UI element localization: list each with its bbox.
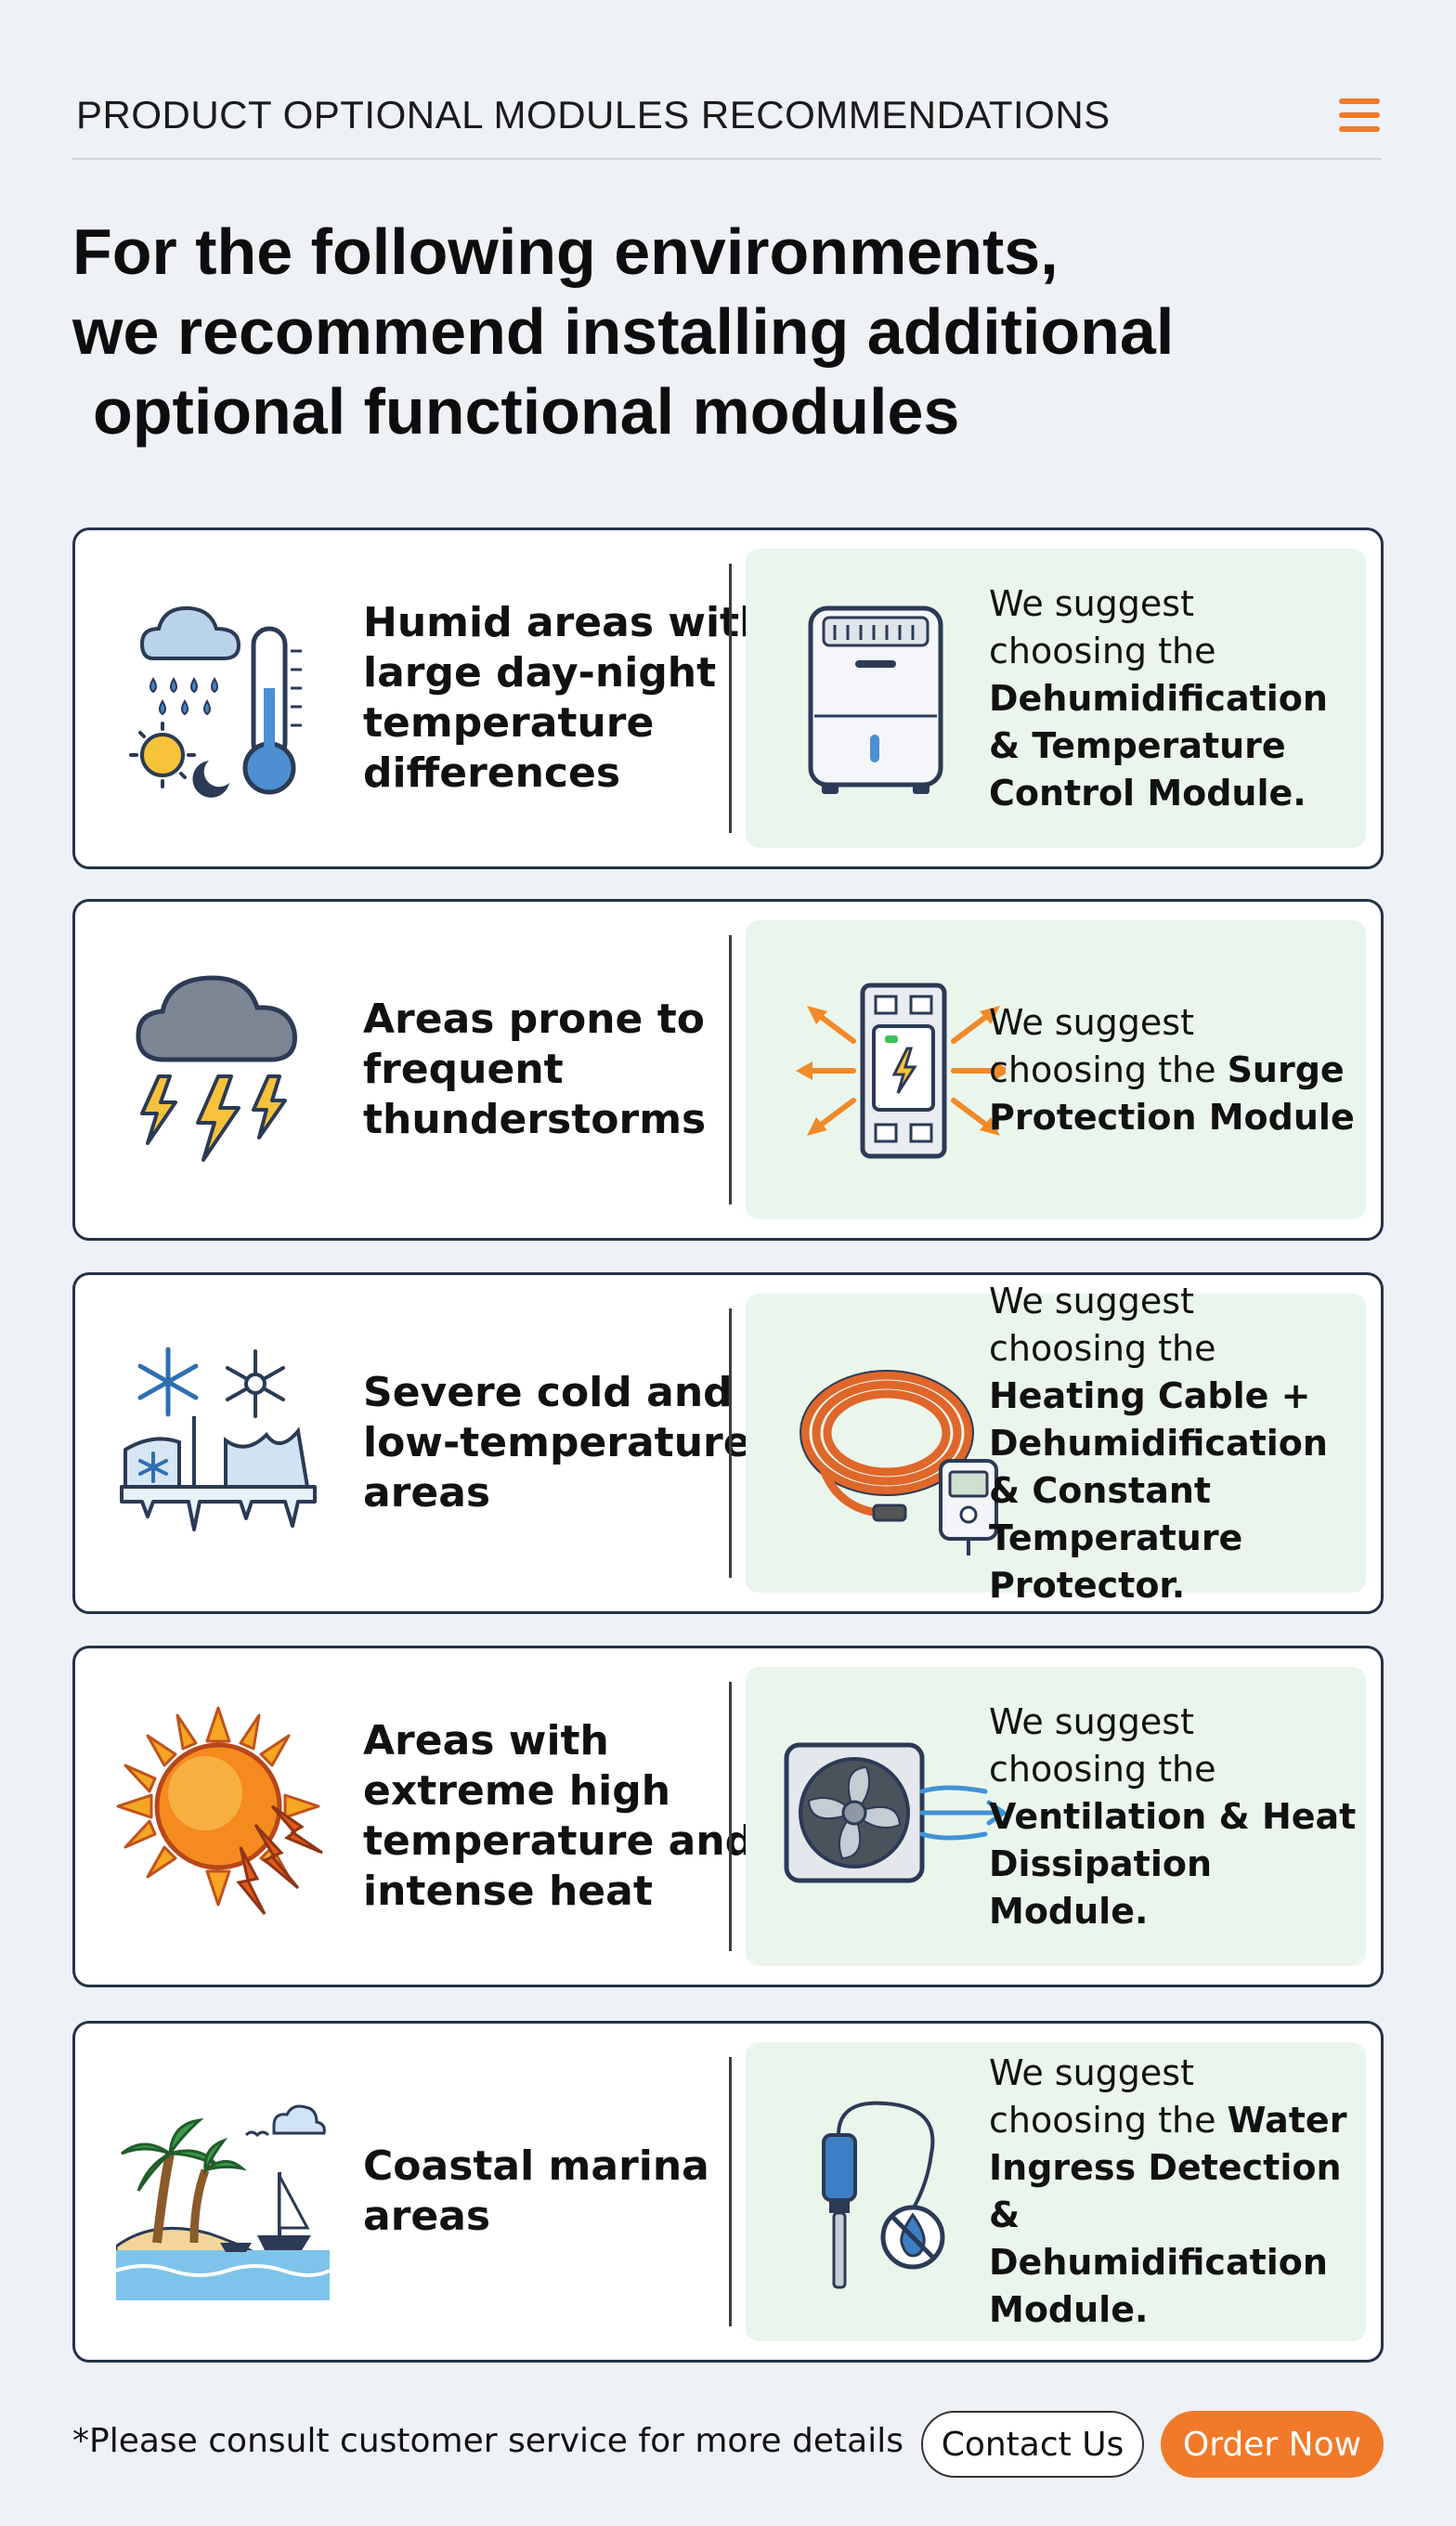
contact-us-button[interactable]: Contact Us bbox=[921, 2411, 1144, 2478]
card-divider bbox=[729, 1309, 732, 1578]
condition-text: Severe cold and low-temperature areas bbox=[363, 1369, 751, 1517]
recommended-module: Surge Protection Module bbox=[989, 1048, 1355, 1138]
recommended-module: Water Ingress Detection & Dehumidificati… bbox=[989, 2100, 1347, 2330]
recommended-module: Ventilation & Heat Dissipation Module. bbox=[989, 1795, 1357, 1932]
recommended-module: Heating Cable + Dehumidification & Const… bbox=[989, 1374, 1328, 1606]
recommendation-panel: We suggest choosing the Dehumidification… bbox=[746, 549, 1366, 848]
recommendation-panel: We suggest choosing the Ventilation & He… bbox=[746, 1667, 1366, 1966]
order-now-button[interactable]: Order Now bbox=[1161, 2411, 1384, 2478]
snow-cold-icon bbox=[116, 1331, 339, 1554]
water-sensor-icon bbox=[783, 2089, 968, 2293]
recommendation-prefix: We suggest choosing the bbox=[989, 2052, 1228, 2141]
page-header: PRODUCT OPTIONAL MODULES RECOMMENDATIONS bbox=[72, 89, 1382, 160]
headline-line-3: optional functional modules bbox=[93, 375, 960, 448]
condition-text: Coastal marina areas bbox=[363, 2142, 709, 2240]
card-divider bbox=[729, 2057, 732, 2326]
header-title: PRODUCT OPTIONAL MODULES RECOMMENDATIONS bbox=[76, 93, 1111, 137]
card-divider bbox=[729, 935, 732, 1204]
recommendation-text: We suggest choosing the Surge Protection… bbox=[989, 920, 1360, 1219]
recommendation-text: We suggest choosing the Ventilation & He… bbox=[989, 1667, 1360, 1966]
recommendation-text: We suggest choosing the Water Ingress De… bbox=[989, 2042, 1360, 2341]
recommended-module: Dehumidification & Temperature Control M… bbox=[989, 677, 1328, 814]
hot-sun-icon bbox=[116, 1704, 339, 1927]
recommendation-prefix: We suggest choosing the bbox=[989, 582, 1216, 671]
ventilation-fan-icon bbox=[783, 1713, 1008, 1918]
recommendation-text: We suggest choosing the Heating Cable + … bbox=[989, 1281, 1360, 1606]
recommendation-panel: We suggest choosing the Heating Cable + … bbox=[746, 1281, 1366, 1606]
thunderstorm-icon bbox=[116, 957, 339, 1180]
condition-text: Areas prone to frequent thunderstorms bbox=[363, 996, 707, 1143]
headline-line-2: we recommend installing additional bbox=[72, 295, 1175, 368]
recommendation-panel: We suggest choosing the Water Ingress De… bbox=[746, 2042, 1366, 2341]
environment-card-cold: Severe cold and low-temperature areas bbox=[72, 1272, 1384, 1614]
page-headline: For the following environments, we recom… bbox=[72, 212, 1391, 451]
recommendation-prefix: We suggest choosing the bbox=[989, 1700, 1216, 1790]
environment-card-coastal: Coastal marina areas We suggest choosing… bbox=[72, 2021, 1384, 2363]
heating-cable-icon bbox=[783, 1340, 998, 1556]
humid-weather-icon bbox=[116, 586, 339, 809]
environment-card-humid: Humid areas with large day-night tempera… bbox=[72, 527, 1384, 869]
recommendation-prefix: We suggest choosing the bbox=[989, 1280, 1216, 1369]
card-divider bbox=[729, 1682, 732, 1951]
recommendation-text: We suggest choosing the Dehumidification… bbox=[989, 549, 1360, 848]
condition-text: Areas with extreme high temperature and … bbox=[363, 1717, 755, 1915]
card-divider bbox=[729, 564, 732, 833]
hamburger-menu-icon[interactable] bbox=[1337, 95, 1382, 136]
recommendation-prefix: We suggest choosing the bbox=[989, 1001, 1228, 1090]
surge-protector-icon bbox=[783, 967, 1011, 1171]
environment-card-thunderstorm: Areas prone to frequent thunderstorms bbox=[72, 899, 1384, 1241]
condition-text: Humid areas with large day-night tempera… bbox=[363, 599, 769, 797]
environment-card-heat: Areas with extreme high temperature and … bbox=[72, 1646, 1384, 1987]
recommendation-panel: We suggest choosing the Surge Protection… bbox=[746, 920, 1366, 1219]
headline-line-1: For the following environments, bbox=[72, 215, 1059, 288]
dehumidifier-icon bbox=[783, 595, 968, 800]
footnote: *Please consult customer service for mor… bbox=[72, 2422, 904, 2460]
coastal-beach-icon bbox=[114, 2079, 339, 2302]
